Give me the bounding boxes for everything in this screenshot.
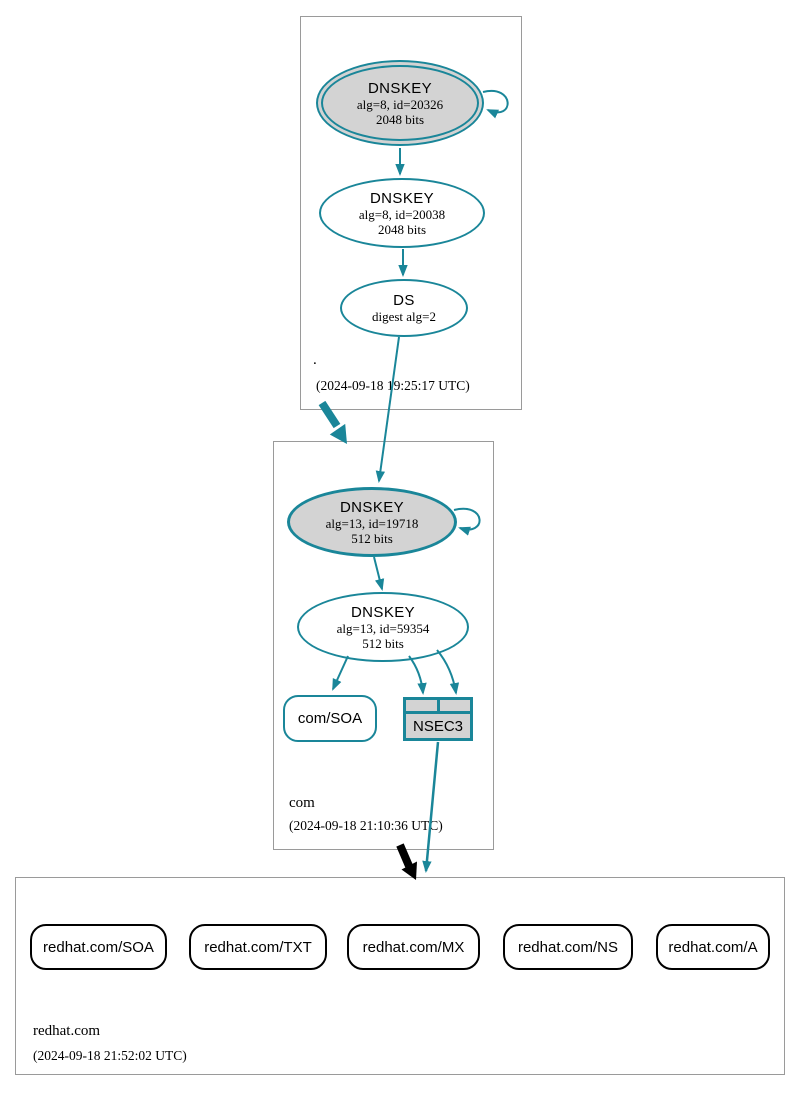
redhat-zone-timestamp: (2024-09-18 21:52:02 UTC) — [33, 1048, 187, 1063]
root-zone-name: . — [313, 352, 317, 368]
zone-box-root — [300, 16, 522, 410]
root-zsk-title: DNSKEY — [369, 189, 435, 207]
com-ksk-title: DNSKEY — [339, 498, 405, 516]
com-zsk-detail2: 512 bits — [362, 635, 404, 651]
root-ksk-detail1: alg=8, id=20326 — [356, 96, 444, 112]
root-ds-title: DS — [393, 292, 415, 309]
com-zsk-title: DNSKEY — [350, 603, 416, 621]
redhat-soa-label: redhat.com/SOA — [43, 938, 154, 956]
redhat-txt-node: redhat.com/TXT — [189, 924, 327, 970]
redhat-ns-label: redhat.com/NS — [517, 938, 619, 956]
nsec3-header-cells — [406, 700, 470, 714]
redhat-txt-label: redhat.com/TXT — [204, 938, 312, 956]
root-zsk-detail1: alg=8, id=20038 — [358, 206, 446, 222]
com-soa-label: com/SOA — [297, 710, 363, 727]
redhat-ns-node: redhat.com/NS — [503, 924, 633, 970]
nsec3-cell-left — [406, 700, 440, 711]
com-nsec3-node: NSEC3 — [403, 697, 473, 741]
com-ksk-detail1: alg=13, id=19718 — [325, 515, 419, 531]
com-soa-node: com/SOA — [283, 695, 377, 742]
com-ksk-dnskey-node: DNSKEY alg=13, id=19718 512 bits — [287, 487, 457, 557]
root-ksk-dnskey-node: DNSKEY alg=8, id=20326 2048 bits — [316, 60, 484, 146]
zone-box-redhat-com — [15, 877, 785, 1075]
redhat-soa-node: redhat.com/SOA — [30, 924, 167, 970]
redhat-a-node: redhat.com/A — [656, 924, 770, 970]
root-zsk-detail2: 2048 bits — [377, 221, 427, 237]
root-ds-node: DS digest alg=2 — [340, 279, 468, 337]
root-zone-timestamp: (2024-09-18 19:25:17 UTC) — [316, 378, 470, 393]
redhat-mx-label: redhat.com/MX — [362, 938, 465, 956]
com-zsk-dnskey-node: DNSKEY alg=13, id=59354 512 bits — [297, 592, 469, 662]
com-zone-name: com — [289, 795, 315, 811]
com-ksk-detail2: 512 bits — [351, 530, 393, 546]
nsec3-label: NSEC3 — [412, 717, 464, 735]
com-zone-timestamp: (2024-09-18 21:10:36 UTC) — [289, 818, 443, 833]
root-ksk-title: DNSKEY — [367, 79, 433, 97]
redhat-zone-name: redhat.com — [33, 1023, 101, 1039]
redhat-mx-node: redhat.com/MX — [347, 924, 480, 970]
root-ksk-detail2: 2048 bits — [375, 111, 425, 127]
nsec3-cell-right — [439, 700, 470, 711]
com-zsk-detail1: alg=13, id=59354 — [336, 620, 430, 636]
root-zsk-dnskey-node: DNSKEY alg=8, id=20038 2048 bits — [319, 178, 485, 248]
root-ds-detail1: digest alg=2 — [371, 309, 437, 324]
redhat-a-label: redhat.com/A — [668, 938, 758, 956]
